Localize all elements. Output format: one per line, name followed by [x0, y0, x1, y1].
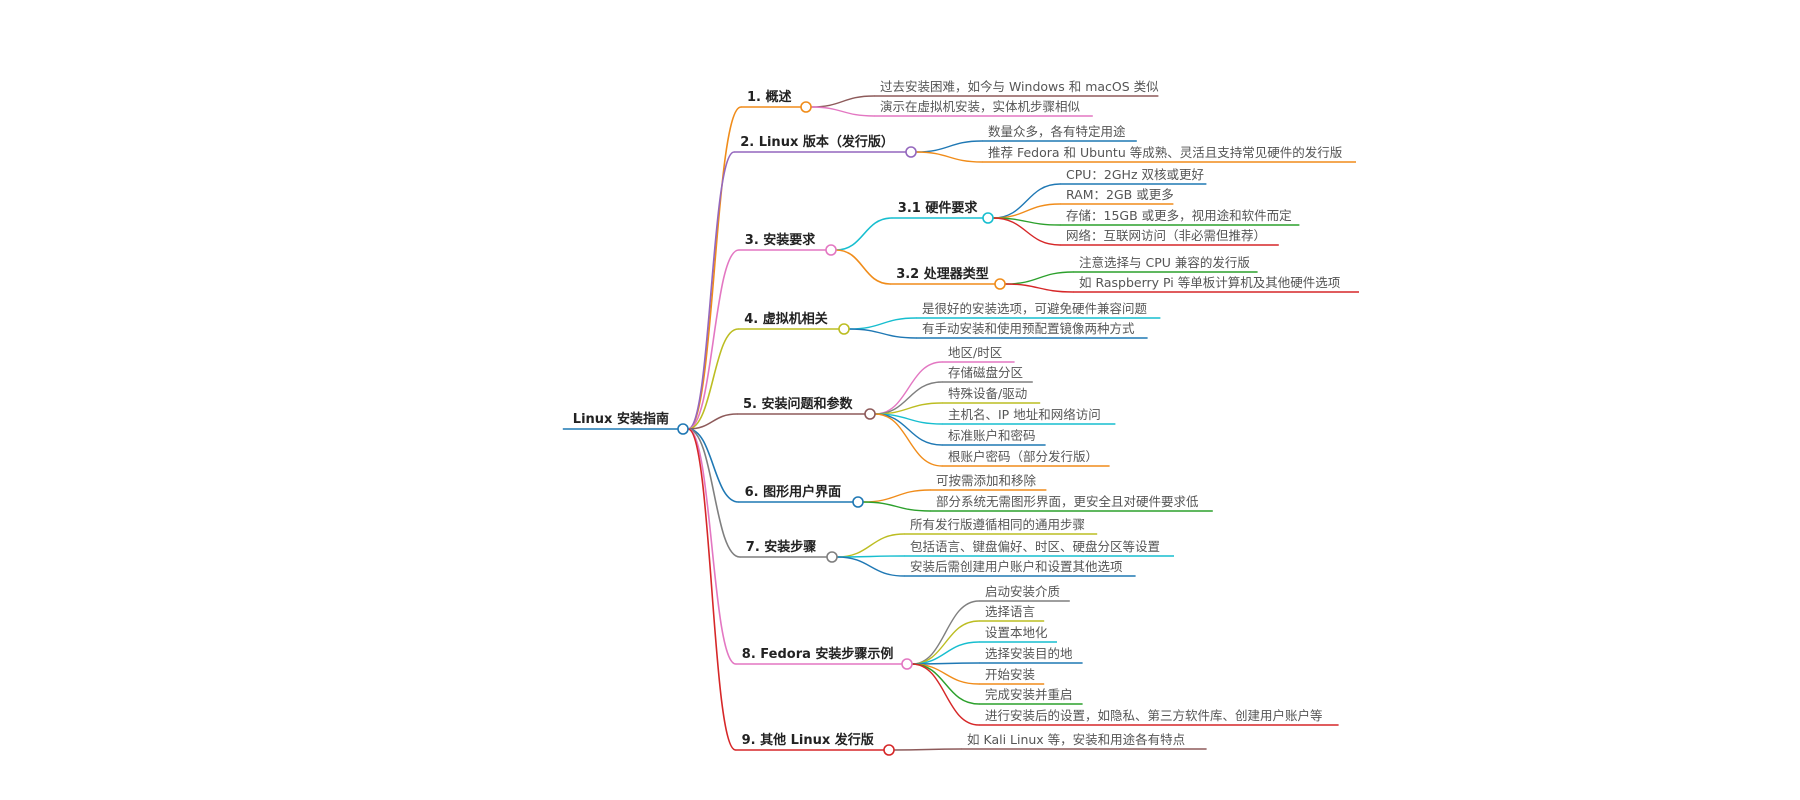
branch-8-leaf-1-label[interactable]: 启动安装介质 — [985, 584, 1060, 599]
branch-8-leaf-3-label[interactable]: 设置本地化 — [985, 625, 1048, 640]
branch-4-leaf-2-link — [848, 328, 917, 339]
branch-3-sub-1-node[interactable] — [982, 212, 994, 224]
branch-1-label[interactable]: 1. 概述 — [747, 89, 792, 105]
branch-5-leaf-1-label[interactable]: 地区/时区 — [948, 345, 1002, 360]
branch-6-leaf-2-label[interactable]: 部分系统无需图形界面，更安全且对硬件要求低 — [936, 494, 1199, 509]
branch-2-link — [687, 151, 735, 430]
branch-4-label[interactable]: 4. 虚拟机相关 — [744, 311, 828, 327]
branch-4-link — [687, 328, 739, 430]
branch-1-leaf-1-link — [810, 95, 875, 108]
branch-5-leaf-6-link — [874, 413, 943, 467]
branch-1-leaf-2-label[interactable]: 演示在虚拟机安装，实体机步骤相似 — [880, 99, 1081, 114]
branch-1-link — [687, 106, 742, 430]
branch-8-link — [687, 428, 737, 665]
branch-6-leaf-2-link — [862, 501, 931, 512]
links-layer — [562, 95, 1359, 751]
branch-9-label[interactable]: 9. 其他 Linux 发行版 — [742, 732, 874, 748]
branch-5-leaf-5-label[interactable]: 标准账户和密码 — [948, 428, 1036, 443]
branch-1-leaf-1-label[interactable]: 过去安装困难，如今与 Windows 和 macOS 类似 — [880, 79, 1159, 94]
branch-2-leaf-1-link — [915, 140, 983, 153]
branch-2-node[interactable] — [905, 146, 917, 158]
branch-3-sub-2-leaf-2-link — [1004, 283, 1074, 293]
branch-1-leaf-2-link — [810, 106, 875, 117]
branch-3-sub-1-leaf-4-link — [992, 217, 1061, 246]
branch-3-sub-2-node[interactable] — [994, 278, 1006, 290]
branch-8-leaf-3-link — [911, 641, 980, 665]
branch-7-leaf-1-label[interactable]: 所有发行版遵循相同的通用步骤 — [910, 517, 1085, 532]
branch-7-leaf-1-link — [836, 533, 905, 558]
branch-3-sub-1-leaf-1-link — [992, 183, 1061, 219]
branch-3-sub-2-leaf-1-link — [1004, 271, 1074, 285]
branch-2-leaf-1-label[interactable]: 数量众多，各有特定用途 — [988, 124, 1126, 139]
branch-3-sub-2-leaf-1-label[interactable]: 注意选择与 CPU 兼容的发行版 — [1079, 255, 1250, 270]
root-node[interactable] — [677, 423, 689, 435]
branch-8-leaf-6-label[interactable]: 完成安装并重启 — [985, 687, 1073, 702]
branch-4-leaf-1-label[interactable]: 是很好的安装选项，可避免硬件兼容问题 — [922, 301, 1148, 316]
branch-3-sub-1-leaf-1-label[interactable]: CPU：2GHz 双核或更好 — [1066, 167, 1204, 182]
branch-7-label[interactable]: 7. 安装步骤 — [746, 539, 817, 555]
branch-7-leaf-3-label[interactable]: 安装后需创建用户账户和设置其他选项 — [910, 559, 1123, 574]
branch-8-leaf-5-label[interactable]: 开始安装 — [985, 667, 1035, 682]
branch-8-leaf-1-link — [911, 600, 980, 665]
branch-3-sub-1-label[interactable]: 3.1 硬件要求 — [898, 200, 979, 216]
branch-5-leaf-1-link — [874, 361, 943, 415]
branch-3-sub-1-leaf-2-link — [992, 203, 1061, 219]
branch-6-link — [687, 428, 740, 503]
branch-7-link — [687, 428, 741, 558]
branch-9-link — [687, 428, 737, 751]
branch-7-node[interactable] — [826, 551, 838, 563]
branch-3-sub-2-label[interactable]: 3.2 处理器类型 — [896, 266, 989, 282]
branch-3-node[interactable] — [825, 244, 837, 256]
branch-4-leaf-1-link — [848, 317, 917, 330]
root-label[interactable]: Linux 安装指南 — [573, 411, 669, 427]
branch-9-leaf-1-label[interactable]: 如 Kali Linux 等，安装和用途各有特点 — [967, 732, 1185, 747]
branch-6-node[interactable] — [852, 496, 864, 508]
branch-5-link — [687, 413, 738, 430]
branch-8-leaf-7-label[interactable]: 进行安装后的设置，如隐私、第三方软件库、创建用户账户等 — [985, 708, 1323, 723]
branch-8-leaf-7-link — [911, 663, 980, 726]
branch-8-leaf-4-label[interactable]: 选择安装目的地 — [985, 646, 1073, 661]
branch-8-leaf-2-label[interactable]: 选择语言 — [985, 604, 1035, 619]
branch-3-sub-2-link — [835, 249, 891, 285]
branch-5-leaf-3-label[interactable]: 特殊设备/驱动 — [948, 386, 1027, 401]
branch-2-label[interactable]: 2. Linux 版本（发行版） — [740, 134, 894, 150]
branch-2-leaf-2-label[interactable]: 推荐 Fedora 和 Ubuntu 等成熟、灵活且支持常见硬件的发行版 — [988, 145, 1343, 160]
branch-6-leaf-1-link — [862, 489, 931, 503]
branch-7-leaf-3-link — [836, 556, 905, 577]
branch-3-sub-1-leaf-2-label[interactable]: RAM：2GB 或更多 — [1066, 187, 1174, 202]
branch-9-node[interactable] — [883, 744, 895, 756]
branch-3-label[interactable]: 3. 安装要求 — [745, 232, 817, 248]
branch-3-sub-2-leaf-2-label[interactable]: 如 Raspberry Pi 等单板计算机及其他硬件选项 — [1079, 275, 1340, 290]
branch-5-leaf-4-label[interactable]: 主机名、IP 地址和网络访问 — [948, 407, 1101, 422]
branch-5-node[interactable] — [864, 408, 876, 420]
branch-6-leaf-1-label[interactable]: 可按需添加和移除 — [936, 473, 1037, 488]
nodes-layer: Linux 安装指南 1. 概述 过去安装困难，如今与 Windows 和 macO… — [573, 79, 1343, 756]
branch-8-label[interactable]: 8. Fedora 安装步骤示例 — [742, 646, 894, 662]
branch-8-node[interactable] — [901, 658, 913, 670]
branch-5-leaf-2-label[interactable]: 存储磁盘分区 — [948, 365, 1023, 380]
branch-4-node[interactable] — [838, 323, 850, 335]
branch-3-sub-1-link — [835, 217, 893, 251]
branch-8-leaf-5-link — [911, 663, 980, 685]
branch-2-leaf-2-link — [915, 151, 983, 163]
branch-6-label[interactable]: 6. 图形用户界面 — [745, 484, 842, 500]
branch-8-leaf-2-link — [911, 620, 980, 665]
branch-3-link — [687, 249, 740, 430]
branch-7-leaf-2-label[interactable]: 包括语言、键盘偏好、时区、硬盘分区等设置 — [910, 539, 1160, 554]
branch-5-label[interactable]: 5. 安装问题和参数 — [743, 396, 854, 412]
branch-3-sub-1-leaf-4-label[interactable]: 网络：互联网访问（非必需但推荐） — [1066, 228, 1266, 243]
branch-1-node[interactable] — [800, 101, 812, 113]
branch-9-leaf-1-link — [893, 748, 962, 751]
branch-3-sub-1-leaf-3-label[interactable]: 存储：15GB 或更多，视用途和软件而定 — [1066, 208, 1292, 223]
branch-4-leaf-2-label[interactable]: 有手动安装和使用预配置镜像两种方式 — [922, 321, 1135, 336]
branch-5-leaf-6-label[interactable]: 根账户密码（部分发行版） — [948, 449, 1098, 464]
